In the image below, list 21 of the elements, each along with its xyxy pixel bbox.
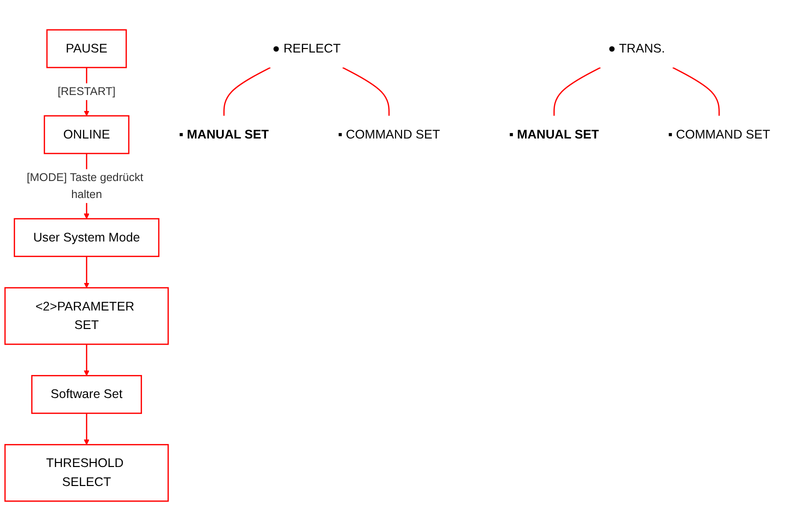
node-box: ONLINE [44,115,130,154]
connector [672,66,720,116]
arrow [84,256,90,288]
node-box: Software Set [31,375,142,414]
arrow [84,413,90,445]
connector [223,66,271,116]
node-text: ● REFLECT [272,42,341,56]
arrow [84,344,90,376]
node-text: ▪ MANUAL SET [178,128,269,142]
node-text: ▪ COMMAND SET [668,128,770,142]
node-text: ● TRANS. [608,42,666,56]
node-box: THRESHOLD SELECT [4,444,169,502]
node-text: ▪ MANUAL SET [509,128,600,142]
node-box: <2>PARAMETER SET [4,287,169,345]
node-box: User System Mode [14,218,160,258]
connector [342,66,390,116]
edge-label: [RESTART] [58,85,116,98]
node-box: PAUSE [46,29,127,68]
connector [553,66,601,116]
edge-label: [MODE] Taste gedrückt halten [26,171,144,201]
node-text: ▪ COMMAND SET [338,128,440,142]
